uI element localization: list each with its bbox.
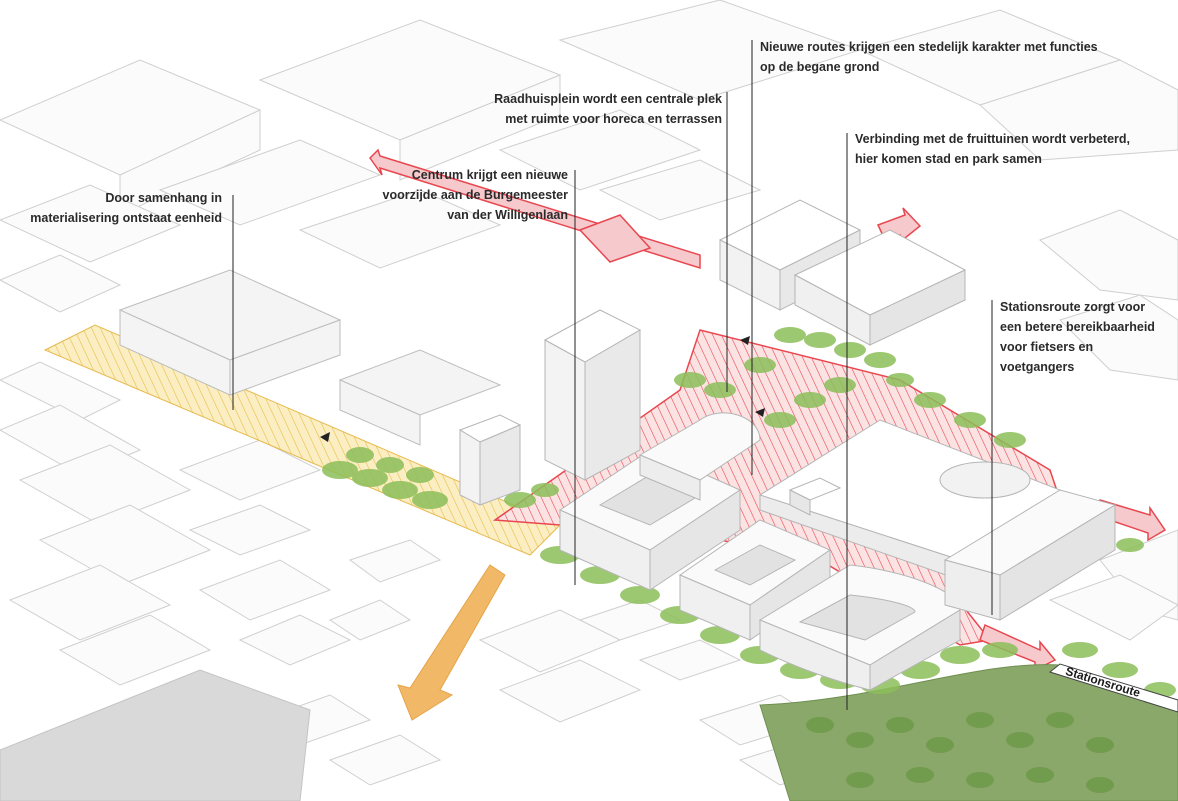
annotation-line: Centrum krijgt een nieuwe bbox=[411, 168, 568, 182]
annotation-materialisering: Door samenhang in materialisering ontsta… bbox=[30, 188, 222, 228]
annotation-line: met ruimte voor horeca en terrassen bbox=[505, 112, 722, 126]
annotation-line: Raadhuisplein wordt een centrale plek bbox=[494, 92, 722, 106]
annotation-line: hier komen stad en park samen bbox=[855, 152, 1042, 166]
stationsroute-band bbox=[1048, 663, 1178, 713]
orange-arrow bbox=[397, 564, 506, 721]
annotation-line: voorzijde aan de Burgemeester bbox=[382, 188, 568, 202]
direction-markers bbox=[320, 336, 765, 442]
annotation-raadhuisplein: Raadhuisplein wordt een centrale plek me… bbox=[494, 89, 722, 129]
annotation-fruittuinen: Verbinding met de fruittuinen wordt verb… bbox=[855, 129, 1130, 169]
annotation-line: voor fietsers en bbox=[1000, 340, 1094, 354]
annotation-line: Stationsroute zorgt voor bbox=[1000, 300, 1146, 314]
park-trees bbox=[806, 712, 1114, 793]
annotation-nieuwe-routes: Nieuwe routes krijgen een stedelijk kara… bbox=[760, 37, 1098, 77]
annotation-line: materialisering ontstaat eenheid bbox=[30, 211, 222, 225]
ground-plane-dark bbox=[0, 669, 311, 801]
annotation-centrum: Centrum krijgt een nieuwe voorzijde aan … bbox=[383, 165, 568, 225]
leader-lines bbox=[232, 40, 993, 710]
annotation-line: Door samenhang in bbox=[105, 191, 222, 205]
annotation-stationsroute: Stationsroute zorgt voor een betere bere… bbox=[1000, 297, 1155, 377]
new-buildings bbox=[458, 199, 1117, 691]
annotation-line: een betere bereikbaarheid bbox=[1000, 320, 1155, 334]
annotation-line: voetgangers bbox=[1000, 360, 1075, 374]
annotation-line: op de begane grond bbox=[760, 60, 880, 74]
annotation-line: Verbinding met de fruittuinen wordt verb… bbox=[855, 132, 1131, 146]
street-buildings bbox=[118, 269, 502, 446]
annotation-line: Nieuwe routes krijgen een stedelijk kara… bbox=[760, 40, 1098, 54]
annotation-line: van der Willigenlaan bbox=[447, 208, 568, 222]
